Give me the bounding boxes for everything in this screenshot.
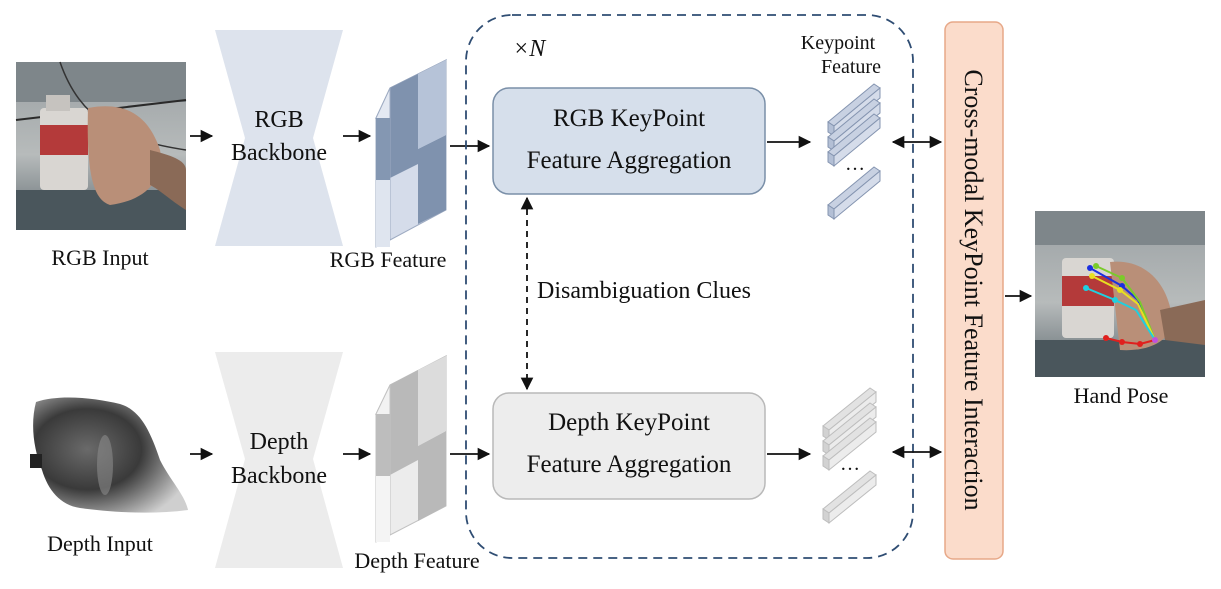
repeat-count: ×N — [513, 36, 547, 62]
depth-feature-block — [374, 354, 448, 543]
depth-backbone-line2: Backbone — [231, 463, 327, 489]
keypoint-feature-line1: Keypoint — [801, 32, 876, 54]
rgb-feature-label: RGB Feature — [330, 247, 447, 272]
rgb-aggregation-line1: RGB KeyPoint — [553, 105, 705, 132]
depth-input-image — [30, 397, 188, 513]
hand-pose-label: Hand Pose — [1074, 383, 1169, 408]
depth-feature-label: Depth Feature — [354, 548, 479, 573]
rgb-keypoint-bar — [827, 166, 881, 221]
rgb-keypoint-ellipsis: … — [845, 153, 865, 175]
depth-backbone-line1: Depth — [250, 429, 309, 455]
rgb-backbone-line2: Backbone — [231, 140, 327, 166]
rgb-backbone-shape — [215, 30, 343, 246]
rgb-input-image — [15, 61, 187, 230]
depth-aggregation-box — [492, 392, 766, 500]
rgb-keypoint-features — [827, 83, 881, 221]
cross-modal-interaction-label: Cross-modal KeyPoint Feature Interaction — [959, 69, 988, 510]
keypoint-feature-line2: Feature — [821, 56, 881, 78]
rgb-aggregation-line2: Feature Aggregation — [527, 147, 732, 174]
disambiguation-label: Disambiguation Clues — [537, 278, 751, 304]
depth-keypoint-ellipsis: … — [840, 453, 860, 475]
hand-pose-image — [1035, 211, 1205, 377]
depth-keypoint-bar — [822, 417, 877, 472]
depth-keypoint-features — [822, 387, 877, 525]
depth-aggregation-line2: Feature Aggregation — [527, 451, 732, 478]
rgb-backbone-line1: RGB — [254, 107, 303, 133]
cross-modal-interaction-box — [944, 21, 1004, 560]
depth-keypoint-bar — [822, 470, 877, 525]
repeat-loop-box — [465, 14, 914, 559]
rgb-feature-block — [374, 58, 448, 248]
depth-aggregation-line1: Depth KeyPoint — [548, 409, 710, 436]
depth-backbone-shape — [215, 352, 343, 568]
depth-input-label: Depth Input — [47, 531, 153, 556]
rgb-aggregation-box — [492, 87, 766, 195]
rgb-keypoint-bar — [827, 113, 881, 168]
rgb-input-label: RGB Input — [51, 245, 148, 270]
